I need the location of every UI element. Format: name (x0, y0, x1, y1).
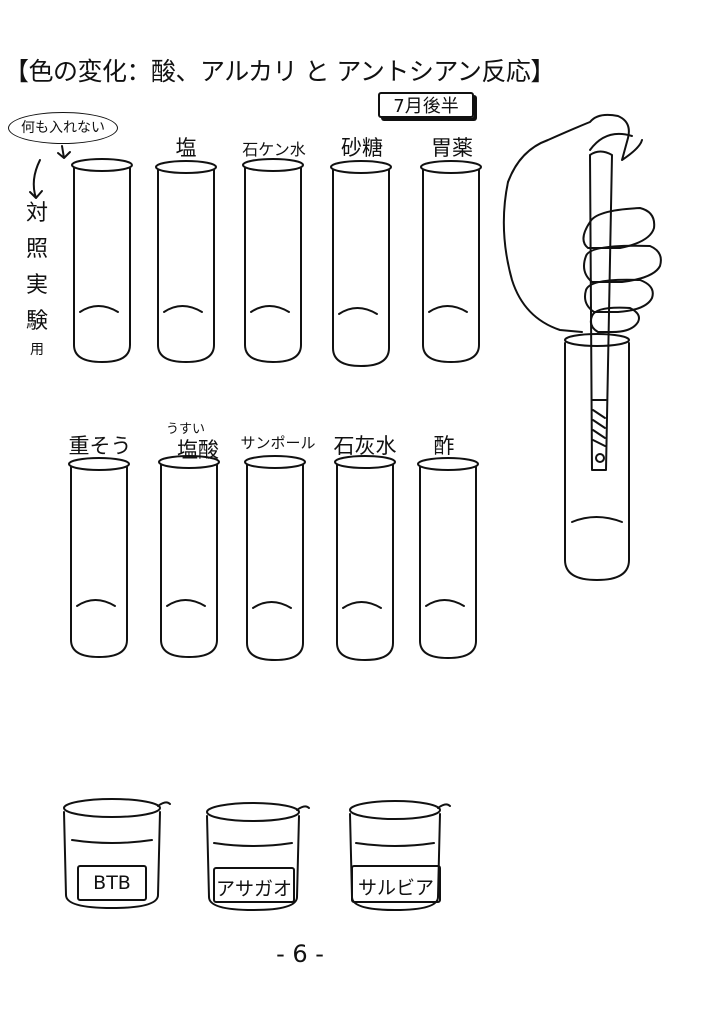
test-tube (68, 457, 130, 658)
page-number: - 6 - (276, 940, 324, 968)
test-tube (417, 457, 479, 659)
arrow-down-icon (57, 145, 71, 159)
test-tube (420, 160, 482, 363)
tube-sublabel: うすい (166, 422, 206, 437)
beaker-label: BTB (93, 872, 131, 894)
note-char: 照 (25, 237, 48, 262)
test-tube (155, 160, 217, 363)
arrow-down-icon (29, 159, 43, 199)
note-char: 験 (25, 309, 48, 334)
control-experiment-note: 対 照 実 験 用 (22, 196, 52, 360)
note-char: 対 (25, 201, 48, 226)
beaker (63, 798, 171, 909)
test-tube (330, 160, 392, 367)
beaker-label: アサガオ (215, 878, 292, 900)
tube-label: 塩 (175, 136, 197, 160)
test-tube (244, 455, 306, 661)
beaker (206, 802, 310, 911)
tube-label: 重そう (68, 434, 132, 458)
note-bubble: 何も入れない (8, 112, 118, 144)
tube-label: 砂糖 (341, 136, 383, 160)
test-tube (334, 455, 396, 661)
beaker (349, 800, 451, 911)
test-tube (158, 455, 220, 658)
page-title: 【色の変化：酸、アルカリ と アントシアン反応】 (4, 57, 555, 86)
test-tube (71, 158, 133, 363)
note-char: 用 (30, 342, 44, 358)
tube-label: 石灰水 (333, 434, 397, 458)
tube-label: 酢 (433, 434, 455, 458)
tube-label: 胃薬 (431, 136, 473, 160)
tube-label: サンポール (240, 434, 316, 452)
test-tube (242, 158, 304, 363)
period-badge: 7月後半 (378, 92, 474, 118)
tube-label: 塩酸 (177, 438, 219, 462)
tube-label: 石ケン水 (242, 140, 306, 159)
beaker-label: サルビア (357, 877, 434, 899)
note-char: 実 (25, 273, 48, 298)
hand-holding-tube-illustration (502, 113, 662, 581)
